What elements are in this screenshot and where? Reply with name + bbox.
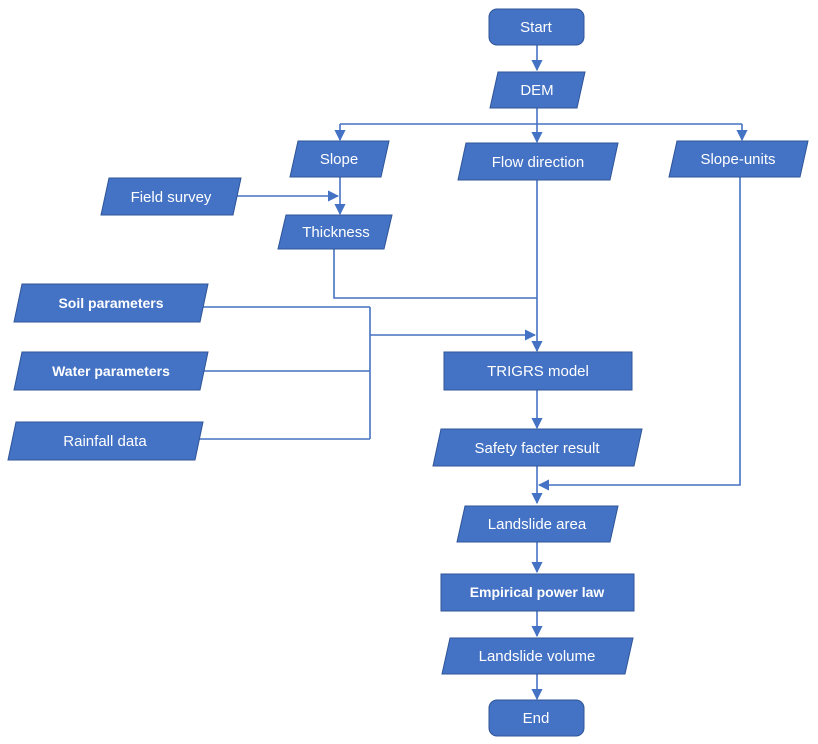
node-water-parameters: Water parameters: [13, 351, 209, 391]
node-empirical-power-law: Empirical power law: [440, 573, 635, 612]
nodes: Start DEM Slope Flow direction Slope-uni…: [7, 8, 809, 737]
node-end-label: End: [523, 710, 550, 727]
node-field-survey: Field survey: [100, 177, 242, 216]
node-landslide-volume-label: Landslide volume: [479, 648, 596, 665]
node-slope: Slope: [289, 140, 390, 178]
node-slope-units-label: Slope-units: [700, 151, 775, 168]
node-safety-factor-result: Safety facter result: [432, 428, 643, 467]
node-dem-label: DEM: [520, 82, 553, 99]
node-start-label: Start: [520, 19, 553, 36]
node-end: End: [488, 699, 585, 737]
node-landslide-area: Landslide area: [456, 505, 619, 543]
node-slope-label: Slope: [320, 151, 358, 168]
node-thickness: Thickness: [277, 214, 393, 250]
node-soil-parameters: Soil parameters: [13, 283, 209, 323]
edge-thickness-trigrs: [333, 249, 537, 299]
node-trigrs-model: TRIGRS model: [443, 351, 633, 391]
connectors: [195, 45, 748, 701]
node-soil-parameters-label: Soil parameters: [58, 295, 163, 311]
node-landslide-volume: Landslide volume: [441, 637, 634, 675]
node-safety-factor-result-label: Safety facter result: [474, 440, 600, 457]
node-slope-units: Slope-units: [668, 140, 809, 178]
node-dem: DEM: [489, 71, 586, 109]
node-empirical-power-law-label: Empirical power law: [470, 584, 605, 600]
node-rainfall-data: Rainfall data: [7, 421, 204, 461]
node-rainfall-data-label: Rainfall data: [63, 433, 147, 450]
node-field-survey-label: Field survey: [131, 189, 212, 206]
node-flow-direction-label: Flow direction: [492, 154, 585, 171]
node-thickness-label: Thickness: [302, 224, 370, 241]
node-landslide-area-label: Landslide area: [488, 516, 587, 533]
node-flow-direction: Flow direction: [457, 142, 619, 181]
edge-slope-units-landslide-area: [537, 177, 741, 491]
node-water-parameters-label: Water parameters: [52, 363, 170, 379]
node-trigrs-model-label: TRIGRS model: [487, 363, 589, 380]
node-start: Start: [488, 8, 585, 46]
